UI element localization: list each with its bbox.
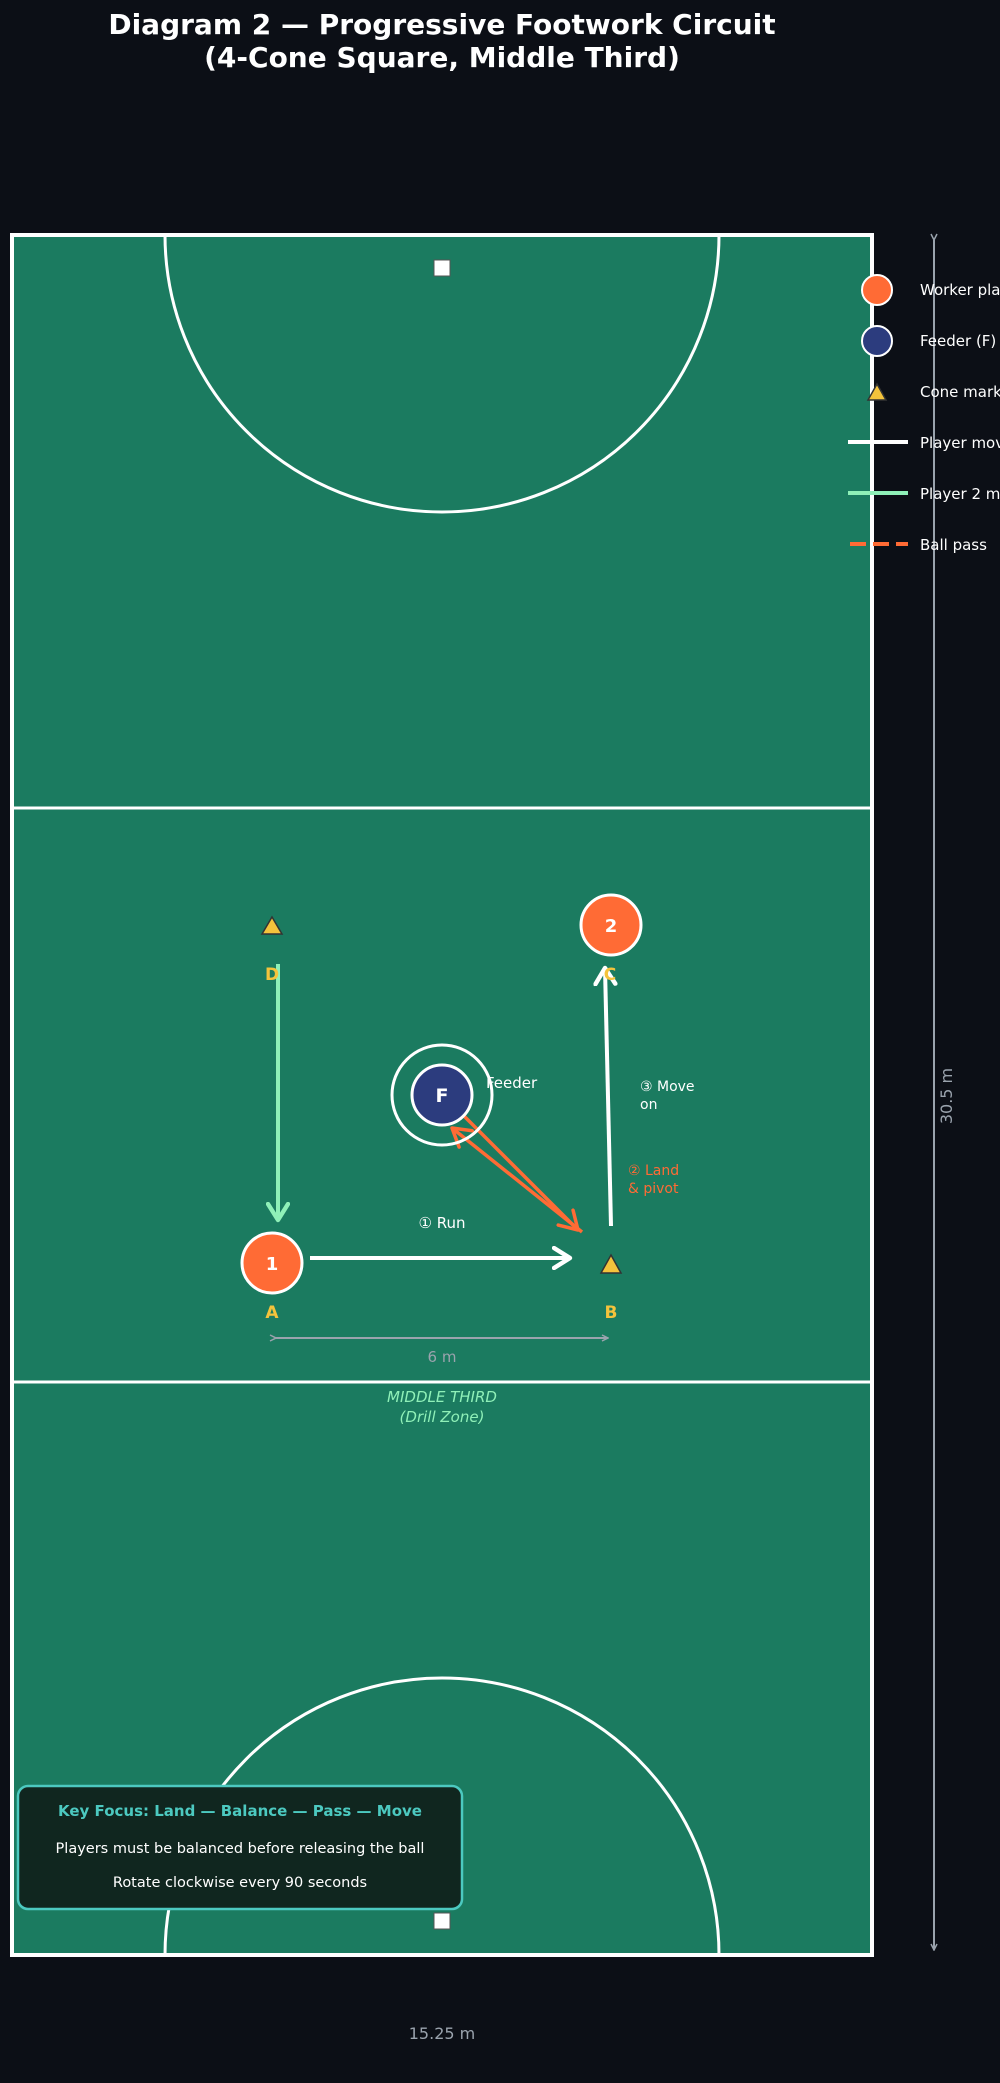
worker-1-label: 1 bbox=[266, 1254, 279, 1275]
legend-feeder-label: Feeder (F) bbox=[920, 332, 996, 350]
title-line-2: (4-Cone Square, Middle Third) bbox=[204, 41, 680, 74]
cone-c: C bbox=[604, 965, 616, 985]
cone-c-label: C bbox=[604, 965, 616, 985]
cone-d-icon bbox=[260, 915, 284, 935]
cone-b-icon bbox=[599, 1253, 623, 1274]
width-label: 15.25 m bbox=[409, 2024, 475, 2043]
zone-label-line-2: (Drill Zone) bbox=[400, 1408, 485, 1426]
legend: Worker player Feeder (F) Cone marker Pla… bbox=[848, 274, 1000, 554]
feeder-label: Feeder bbox=[486, 1074, 538, 1092]
cone-b: B bbox=[599, 1253, 623, 1323]
goal-post-top bbox=[433, 259, 451, 277]
legend-cone-icon bbox=[866, 382, 888, 401]
worker-player-1: 1 bbox=[240, 1231, 304, 1295]
legend-player-move-label: Player movement bbox=[920, 434, 1000, 452]
ball-pass-to-feeder bbox=[450, 1126, 584, 1234]
length-label: 30.5 m bbox=[937, 1068, 956, 1124]
legend-worker-label: Worker player bbox=[920, 281, 1000, 299]
feeder-token-label: F bbox=[436, 1085, 449, 1107]
cone-d: D bbox=[260, 915, 284, 985]
key-focus-line-1: Players must be balanced before releasin… bbox=[56, 1841, 425, 1857]
diagram-title: Diagram 2 — Progressive Footwork Circuit… bbox=[0, 8, 884, 74]
goal-circle-top bbox=[163, 235, 721, 514]
feeder-player: F Feeder bbox=[390, 1043, 538, 1147]
worker-2-token bbox=[579, 893, 643, 957]
step-land-label-1: ② Land bbox=[628, 1163, 679, 1179]
title-line-1: Diagram 2 — Progressive Footwork Circuit bbox=[108, 8, 776, 41]
cone-b-label: B bbox=[605, 1303, 618, 1323]
legend-player2-move-label: Player 2 movement bbox=[920, 485, 1000, 503]
cone-a: A bbox=[265, 1303, 279, 1323]
ball-pass-to-player bbox=[442, 1094, 580, 1232]
key-focus-line-2: Rotate clockwise every 90 seconds bbox=[113, 1875, 367, 1891]
worker-2-label: 2 bbox=[605, 916, 618, 937]
feeder-ring bbox=[390, 1043, 494, 1147]
step-run-label: ① Run bbox=[419, 1214, 466, 1232]
legend-worker-swatch bbox=[861, 274, 893, 306]
cone-a-label: A bbox=[265, 1303, 279, 1323]
feeder-token bbox=[410, 1063, 474, 1127]
key-focus-box: Key Focus: Land — Balance — Pass — Move … bbox=[16, 1784, 464, 1911]
key-focus-panel bbox=[16, 1784, 464, 1911]
worker-player-2: 2 bbox=[579, 893, 643, 957]
legend-ball-pass-label: Ball pass bbox=[920, 536, 987, 554]
key-focus-heading: Key Focus: Land — Balance — Pass — Move bbox=[58, 1802, 422, 1820]
cone-d-label: D bbox=[265, 965, 279, 985]
zone-label-line-1: MIDDLE THIRD bbox=[387, 1388, 497, 1406]
legend-feeder-swatch bbox=[861, 325, 893, 357]
step-move-label-1: ③ Move bbox=[640, 1079, 695, 1095]
step-land-label-2: & pivot bbox=[628, 1181, 679, 1197]
legend-cone-label: Cone marker bbox=[920, 383, 1000, 401]
worker-1-token bbox=[240, 1231, 304, 1295]
goal-post-bottom bbox=[433, 1912, 451, 1930]
step-move-label-2: on bbox=[640, 1097, 657, 1113]
distance-label: 6 m bbox=[428, 1348, 457, 1366]
move-on-arrow bbox=[605, 968, 611, 1227]
